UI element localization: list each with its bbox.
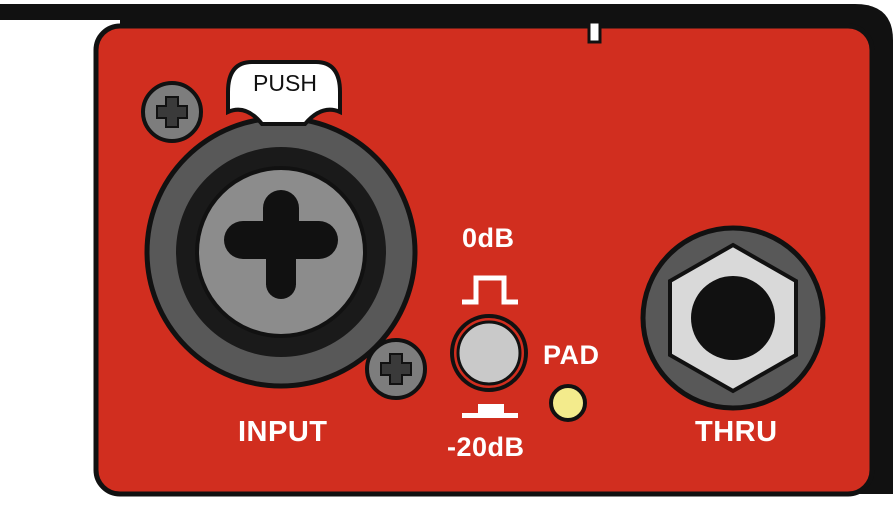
input-jack[interactable] [147,118,415,386]
switch-up-symbol [462,275,518,305]
thru-jack[interactable] [643,228,823,408]
push-release-button[interactable] [228,62,340,114]
xlr-combo-jack [144,115,418,389]
screw-icon [141,81,203,143]
pad-led [549,384,587,422]
pad-switch-button [450,314,528,392]
thru-label: THRU [695,416,778,448]
pad-button[interactable] [453,317,525,389]
switch-down-symbol [462,404,518,418]
switch-up-label: 0dB [462,223,515,253]
top-notch [587,20,602,44]
quarter-inch-jack [640,225,826,411]
push-label: PUSH [253,70,317,96]
pad-led-label: PAD [543,340,600,370]
screw-icon [365,338,427,400]
push-release-tab [226,60,342,126]
input-label: INPUT [238,416,328,448]
switch-down-label: -20dB [447,432,525,462]
